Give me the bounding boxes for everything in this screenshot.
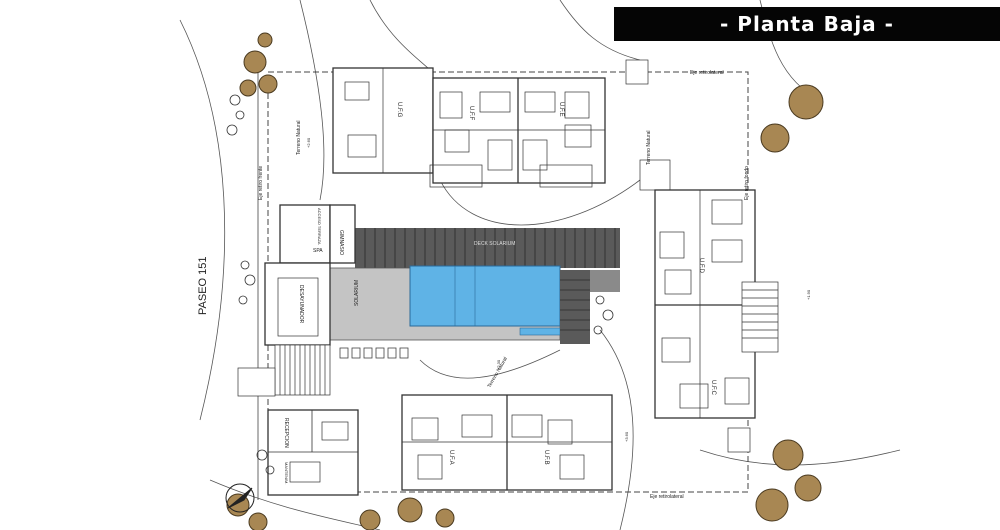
- unit-label-uff: U.F.F: [468, 106, 474, 121]
- deck-solarium-label: DECK SOLARIUM: [474, 241, 515, 247]
- unit-label-ufg: U.F.G: [396, 102, 402, 118]
- level-mark: +1.90: [806, 289, 811, 300]
- unit-label-ufe: U.F.E: [558, 102, 564, 117]
- eje-retiro-lateral-top-label: Eje retirolateral: [690, 70, 724, 76]
- level-mark: +2.30: [496, 359, 501, 370]
- terreno-natural-label: Terreno Natural: [296, 121, 302, 155]
- building-top: [332, 67, 606, 188]
- building-reception: [267, 409, 359, 496]
- swimming-pool: [409, 265, 561, 336]
- steps-row: [339, 347, 409, 359]
- spa-label: SPA: [313, 248, 323, 254]
- building-bottom: [401, 394, 613, 491]
- level-mark: +3.60: [624, 431, 629, 442]
- unit-label-ufd: U.F.D: [698, 258, 704, 274]
- desayunador-label: DESAYUNADOR: [298, 285, 304, 324]
- deck-right: [560, 270, 620, 344]
- eje-retiro-frente-label: Eje retiro frente: [258, 166, 264, 200]
- left-ramp: [237, 344, 331, 397]
- right-ramp: [625, 59, 779, 453]
- unit-label-ufc: U.F.C: [710, 380, 716, 396]
- north-arrow-icon: [225, 483, 255, 513]
- building-left: [264, 204, 356, 346]
- level-mark: +2.60: [306, 137, 311, 148]
- unit-label-ufa: U.F.A: [448, 450, 454, 465]
- eje-retiro-lateral-bottom-label: Eje retirolateral: [650, 494, 684, 500]
- mantenimiento-label: MANTENIM.: [284, 462, 289, 484]
- building-right: [639, 159, 756, 419]
- shrubs: [226, 94, 614, 475]
- gimnasio-label: GIMNASIO: [338, 230, 344, 255]
- acceso-terraza-label: ACCESO TERRAZA: [317, 208, 322, 245]
- trees: [226, 32, 824, 530]
- recepcion-label: RECEPCION: [283, 418, 289, 448]
- deck-solarium: DECK SOLARIUM: [355, 228, 620, 268]
- eje-retiro-fondo-label: Eje retiro fondo: [744, 166, 750, 200]
- street-label: PASEO 151: [197, 257, 209, 316]
- terreno-natural-right-label: Terreno Natural: [646, 131, 652, 165]
- solarium-label: SOLARIUM: [354, 280, 360, 306]
- page-title: - Planta Baja -: [614, 7, 1000, 41]
- unit-label-ufb: U.F.B: [543, 450, 549, 465]
